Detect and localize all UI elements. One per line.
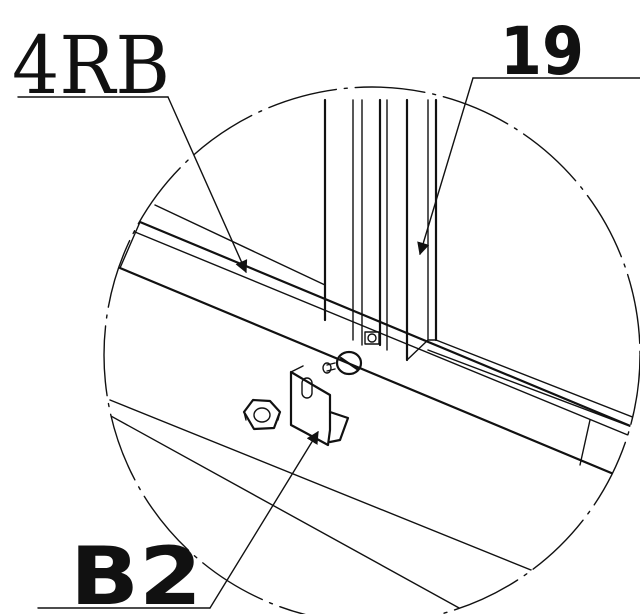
- label-b2: B2: [70, 530, 202, 614]
- detail-circle: [103, 86, 640, 614]
- top-nut: [364, 331, 380, 345]
- label-19: 19: [500, 13, 584, 90]
- leader-lines: [17, 77, 640, 609]
- hex-nut-icon: [242, 398, 282, 431]
- vertical-profile: [323, 98, 640, 431]
- label-4rb: 4RB: [12, 19, 170, 112]
- lower-edge: [104, 409, 471, 614]
- leader-19-arrow: [417, 77, 474, 256]
- screw-icon: [322, 350, 363, 376]
- leader-4rb-arrow: [167, 96, 248, 274]
- bracket-icon: [289, 365, 350, 447]
- leader-b2-arrow: [209, 430, 319, 609]
